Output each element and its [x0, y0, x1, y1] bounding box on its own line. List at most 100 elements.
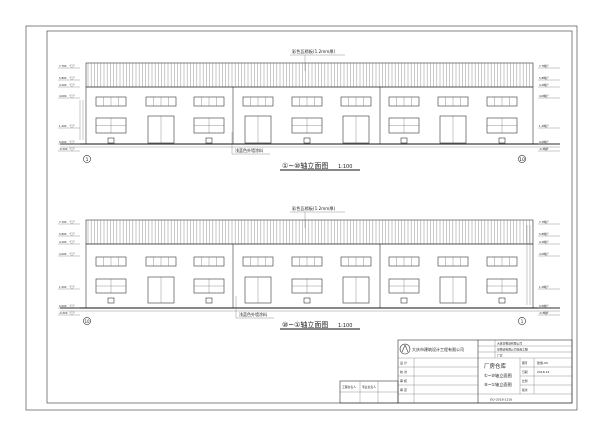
- vent-louver: [303, 137, 311, 144]
- role-label-design: 设 计: [400, 360, 407, 365]
- elevation-title: ⑩~①轴立面图: [282, 320, 328, 329]
- level-value: 1.200: [59, 285, 67, 289]
- level-marker-icon: [543, 232, 549, 237]
- elevation-scale: 1:100: [338, 323, 352, 329]
- doc-code: DQ-2018-1216: [490, 398, 512, 402]
- sign-label-project-lead: 工程负责人: [342, 385, 356, 389]
- level-value: 1.200: [59, 124, 67, 128]
- level-value: 0.000: [59, 304, 67, 308]
- company-name: 大庆市建筑设计工程有限公司: [412, 346, 464, 352]
- misc-label-rev: 版次: [522, 388, 528, 392]
- sign-label-discipline-lead: 专业负责人: [362, 385, 376, 389]
- level-marker-icon: [543, 311, 549, 316]
- roof-band: [85, 219, 534, 245]
- level-marker-icon: [69, 76, 75, 81]
- drawing-item-1: ①~⑩轴立面图: [484, 372, 512, 379]
- level-value: 4.000: [539, 252, 547, 256]
- clerestory-windows: [95, 256, 518, 267]
- ground-windows-doors: [95, 115, 518, 144]
- level-value: 4.000: [59, 94, 67, 98]
- level-value: 4.200: [539, 83, 547, 87]
- level-marker-icon: [543, 252, 549, 257]
- level-marker-icon: [543, 140, 549, 145]
- grid-label-left: 1: [86, 157, 89, 163]
- vent-louver: [107, 137, 115, 144]
- level-marker-icon: [69, 140, 75, 145]
- sheet-outer-border: [25, 25, 578, 411]
- level-marker-icon: [543, 220, 549, 225]
- clerestory-windows: [95, 96, 518, 107]
- level-marker-icon: [69, 64, 75, 69]
- vent-louver: [498, 137, 506, 144]
- grid-bubble-right: [518, 155, 526, 163]
- roof-corrugation: [87, 63, 533, 87]
- misc-label-scale: 比例: [522, 379, 528, 383]
- level-value: 4.200: [59, 83, 67, 87]
- level-marker-icon: [69, 220, 75, 225]
- level-value: 0.000: [539, 304, 547, 308]
- level-value: 5.800: [539, 76, 547, 80]
- level-value: 7.700: [59, 64, 67, 68]
- level-marker-icon: [69, 147, 75, 152]
- vent-louver: [205, 137, 213, 144]
- level-marker-icon: [69, 232, 75, 237]
- vent-louver: [400, 297, 408, 304]
- level-marker-icon: [543, 240, 549, 245]
- sheet-inner-border: [46, 30, 573, 404]
- level-value: 7.700: [539, 220, 547, 224]
- level-marker-icon: [69, 124, 75, 129]
- level-value: 7.700: [539, 64, 547, 68]
- grid-label-right: 1: [521, 319, 524, 324]
- roof-corrugation: [87, 220, 533, 244]
- level-marker-icon: [543, 285, 549, 290]
- role-label-approve: 审 定: [400, 387, 407, 392]
- level-value: 4.000: [59, 252, 67, 256]
- company-logo-icon: [399, 343, 411, 355]
- project-row-3: 厂房: [497, 354, 503, 358]
- level-marker-icon: [69, 285, 75, 290]
- elevation-upper: 7.700 5.800 4.200 4.000 1.200 0.000 -0.300 7.7…: [58, 48, 560, 171]
- level-marker-icon: [69, 83, 75, 88]
- role-label-check: 校 对: [400, 369, 407, 374]
- level-value: 5.800: [59, 232, 67, 236]
- level-marker-icon: [69, 252, 75, 257]
- vent-louver: [205, 297, 213, 304]
- grid-bubble-left: [83, 317, 91, 325]
- wall-note: 浅蓝色外墙涂料: [235, 147, 263, 153]
- level-value: 7.700: [59, 220, 67, 224]
- level-value: -0.300: [59, 147, 68, 151]
- level-marker-icon: [69, 240, 75, 245]
- level-value: -0.300: [59, 311, 68, 315]
- elevation-title: ①~⑩轴立面图: [282, 161, 328, 170]
- exterior-ladder: [79, 100, 84, 140]
- elevation-lower: 7.700 5.800 4.200 4.000 1.200 0.000 -0.300 7.7…: [58, 205, 560, 330]
- vent-louver: [303, 297, 311, 304]
- level-value: -0.300: [539, 311, 548, 315]
- level-marker-icon: [69, 94, 75, 99]
- roof-band: [85, 62, 534, 88]
- level-marker-icon: [543, 83, 549, 88]
- wall-note: 浅蓝色外墙涂料: [239, 311, 267, 317]
- sheet-date: 2018.12: [537, 370, 549, 374]
- vent-louver: [498, 297, 506, 304]
- title-block: 工程负责人 专业负责人 大庆市建筑设计工程有限公司 设 计 校 对 审 核 审 …: [339, 339, 573, 404]
- elevation-scale: 1:100: [338, 164, 352, 170]
- level-marker-icon: [69, 304, 75, 309]
- grid-bubble-right: [518, 317, 526, 325]
- level-marker-icon: [543, 124, 549, 129]
- title-block-frame: [397, 339, 573, 404]
- level-value: 0.000: [539, 140, 547, 144]
- grid-label-left: 10: [84, 319, 90, 324]
- roof-note: 彩色瓦楞板(1.2mm厚): [292, 205, 336, 212]
- drawing-item-2: ⑩~①轴立面图: [484, 381, 512, 388]
- misc-label-sheet: 图号: [522, 361, 528, 365]
- level-marker-icon: [543, 64, 549, 69]
- ground-windows-doors: [95, 276, 518, 304]
- level-value: 4.200: [539, 240, 547, 244]
- project-row-2: 某物流有限公司仓库工程: [497, 348, 528, 352]
- role-label-review: 审 核: [400, 378, 407, 383]
- level-value: 4.000: [539, 94, 547, 98]
